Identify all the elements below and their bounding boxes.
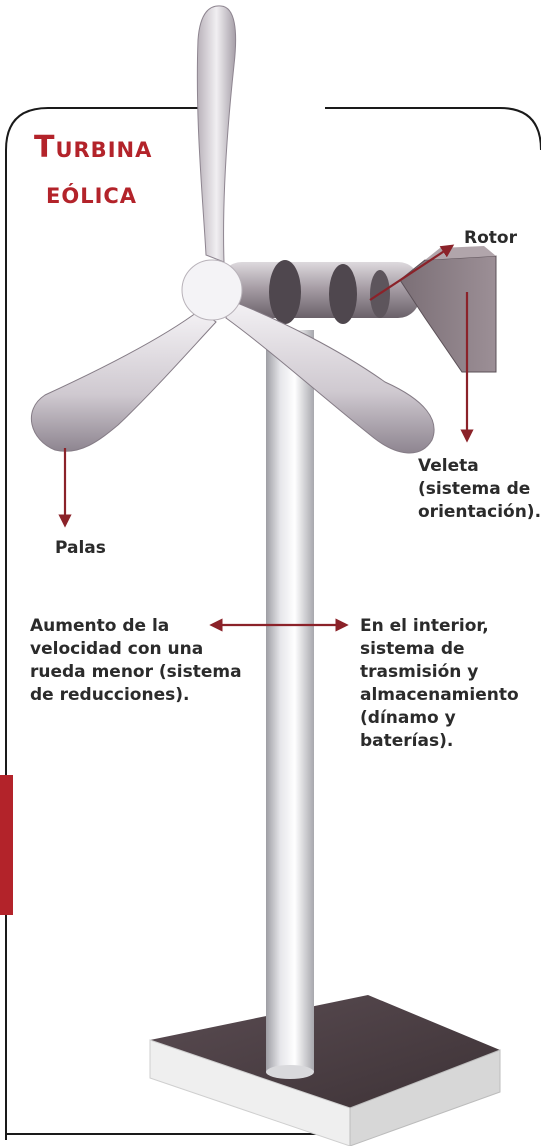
label-rotor: Rotor bbox=[464, 228, 517, 248]
frame bbox=[5, 107, 541, 1140]
turbine-blades bbox=[30, 5, 435, 454]
rotor-arrow bbox=[369, 244, 455, 301]
turbine-base bbox=[149, 995, 501, 1146]
label-arrows bbox=[58, 244, 474, 632]
turbine-tower bbox=[266, 330, 314, 1079]
side-tab bbox=[0, 775, 13, 915]
label-interior: En el interior, sistema de trasmisión y … bbox=[360, 616, 519, 751]
label-palas: Palas bbox=[55, 538, 106, 558]
label-veleta: Veleta (sistema de orientación). bbox=[418, 456, 541, 522]
turbine-nacelle bbox=[220, 260, 420, 324]
diagram-title-line2: eólica bbox=[46, 176, 138, 211]
label-aumento: Aumento de la velocidad con una rueda me… bbox=[30, 616, 242, 705]
diagram-title-line1: Turbina bbox=[34, 130, 153, 165]
